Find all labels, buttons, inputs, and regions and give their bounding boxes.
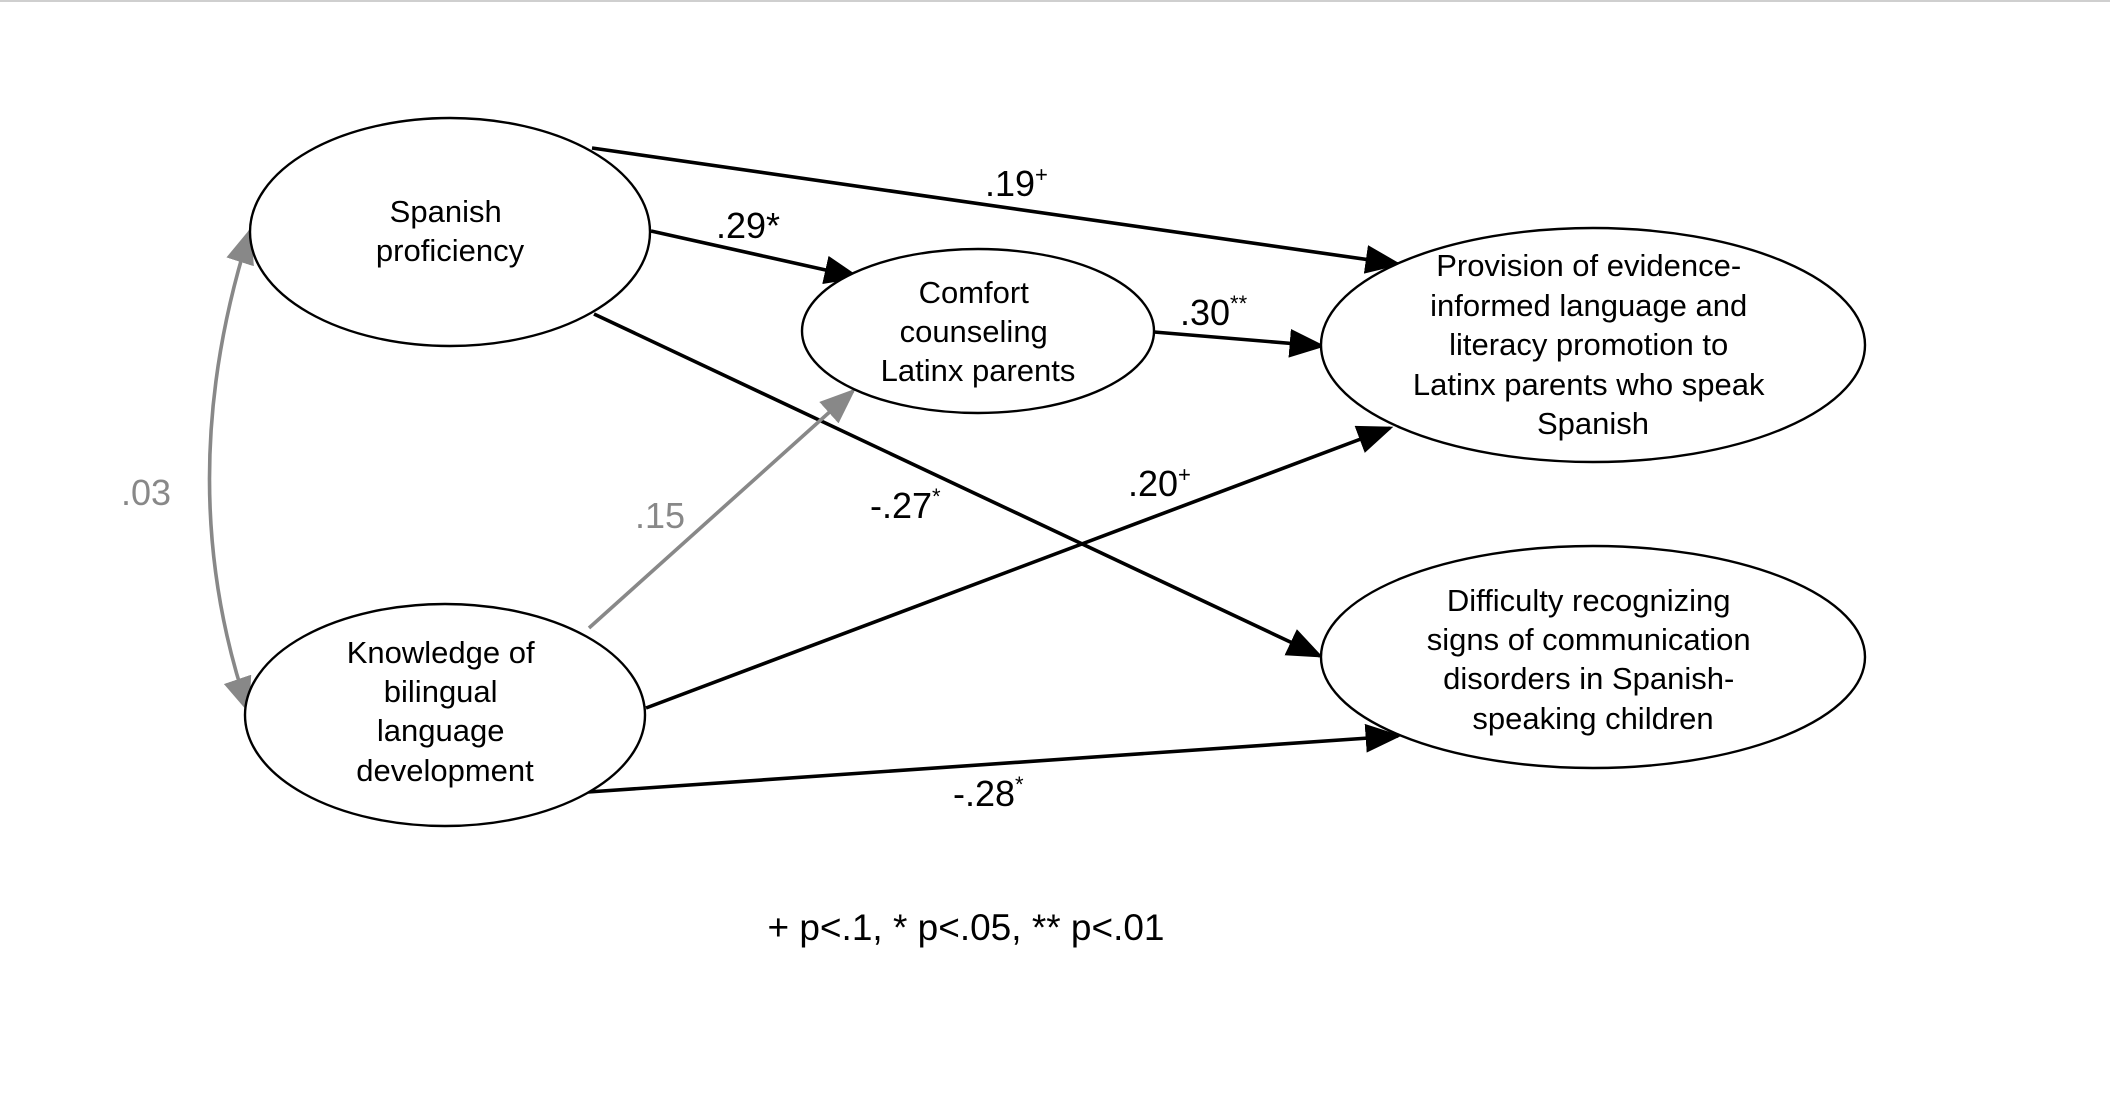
- node-line: development: [356, 753, 534, 788]
- path-know-to-difficulty: [587, 723, 1402, 794]
- path-know-to-comfort: [587, 388, 856, 630]
- svg-text:Spanish proficiency: Spanish proficiency: [376, 194, 525, 268]
- node-line: literacy promotion to: [1449, 327, 1728, 362]
- coef-know-to-difficulty: -.28*: [953, 772, 1024, 814]
- node-line: proficiency: [376, 233, 525, 268]
- coefficient-labels: .19+ .29* .30** -.27* .15 .20+ -.28* .03: [121, 162, 1248, 814]
- node-line: speaking children: [1472, 701, 1713, 736]
- svg-text:Provision of evidence- i: Provision of evidence- informed language…: [1413, 248, 1773, 441]
- node-line: Difficulty recognizing: [1447, 583, 1731, 618]
- node-line: bilingual: [384, 674, 498, 709]
- node-comfort-counseling: Comfort counseling Latinx parents: [800, 247, 1156, 415]
- node-provision: Provision of evidence- informed language…: [1319, 226, 1867, 464]
- coef-know-to-comfort: .15: [635, 495, 685, 536]
- coef-sp-to-comfort: .29*: [716, 205, 780, 246]
- node-knowledge-bilingual: Knowledge of bilingual language developm…: [243, 602, 647, 828]
- path-covariance-sp-know: [207, 227, 254, 714]
- node-line: Comfort: [919, 275, 1030, 310]
- significance-legend: + p<.1, * p<.05, ** p<.01: [767, 907, 1164, 948]
- coef-sp-to-provision: .19+: [985, 162, 1048, 204]
- path-sp-to-comfort: [650, 229, 861, 284]
- paths-layer: [207, 146, 1402, 794]
- coef-covariance-sp-know: .03: [121, 472, 171, 513]
- coef-comfort-to-provision: .30**: [1180, 291, 1248, 333]
- node-difficulty: Difficulty recognizing signs of communic…: [1319, 544, 1867, 770]
- coef-know-to-provision: .20+: [1128, 462, 1191, 504]
- node-line: counseling: [900, 314, 1048, 349]
- node-line: Provision of evidence-: [1436, 248, 1741, 283]
- svg-text:Difficulty recognizing s: Difficulty recognizing signs of communic…: [1427, 583, 1760, 736]
- node-line: informed language and: [1430, 288, 1747, 323]
- node-line: signs of communication: [1427, 622, 1751, 657]
- node-spanish-proficiency: Spanish proficiency: [248, 116, 652, 348]
- node-line: language: [377, 713, 505, 748]
- svg-text:Comfort counseling: Comfort counseling Latinx parents: [881, 275, 1076, 388]
- path-know-to-provision: [645, 425, 1394, 710]
- node-line: Spanish: [1537, 406, 1649, 441]
- node-line: Spanish: [390, 194, 502, 229]
- node-line: Knowledge of: [347, 635, 535, 670]
- svg-text:Knowledge of bilingual: Knowledge of bilingual language developm…: [347, 635, 544, 788]
- node-line: disorders in Spanish-: [1443, 661, 1734, 696]
- node-line: Latinx parents who speak: [1413, 367, 1765, 402]
- path-comfort-to-provision: [1153, 328, 1326, 358]
- path-sp-to-difficulty: [593, 312, 1324, 658]
- coef-sp-to-difficulty: -.27*: [870, 484, 941, 526]
- path-sp-to-provision: [591, 146, 1402, 274]
- node-line: Latinx parents: [881, 353, 1076, 388]
